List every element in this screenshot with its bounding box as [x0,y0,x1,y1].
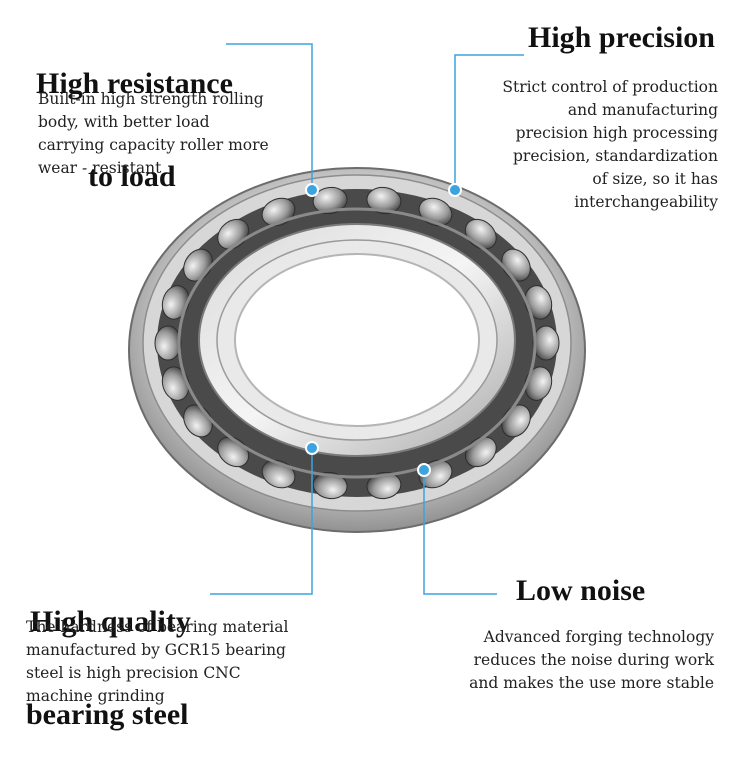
roller [524,285,553,320]
feature-title-load-line1: High resistance [36,67,233,100]
desc-line: and makes the use more stable [469,674,714,692]
desc-line: interchangeability [574,193,718,211]
feature-title-steel-line1: High quality [30,605,191,638]
feature-desc-load: Built-in high strength rolling body, wit… [38,88,298,180]
roller [524,366,553,401]
roller [312,186,348,215]
bore [234,253,480,427]
feature-desc-precision: Strict control of production and manufac… [470,76,718,214]
desc-line: and manufacturing [567,101,718,119]
cage [177,207,537,479]
roller [532,325,560,361]
desc-line: precision, standardization [513,147,718,165]
roller [161,366,190,401]
desc-line: of size, so it has [592,170,718,188]
desc-line: wear - resistant [38,159,162,177]
feature-title-noise: Low noise [516,574,646,607]
desc-line: Built-in high strength rolling [38,90,264,108]
callout-line-precision [454,54,524,190]
desc-line: body, with better load [38,113,210,131]
callout-line-load [226,43,313,190]
desc-line: steel is high precision CNC [26,664,241,682]
desc-line: Advanced forging technology [483,628,714,646]
roller [312,471,348,500]
callout-lines [210,43,524,595]
roller [366,186,402,215]
feature-desc-steel: The hardness of bearing material manufac… [26,616,316,708]
desc-line: The hardness of bearing material [26,618,289,636]
roller [154,325,182,361]
feature-title-precision: High precision [528,21,715,54]
roller [161,285,190,320]
callout-dot-steel [305,441,319,455]
callout-dot-load [305,183,319,197]
desc-line: manufactured by GCR15 bearing [26,641,286,659]
rollers-group [154,186,560,500]
feature-desc-noise: Advanced forging technology reduces the … [440,626,714,695]
desc-line: Strict control of production [502,78,718,96]
desc-line: carrying capacity roller more [38,136,269,154]
callout-dot-noise [417,463,431,477]
callout-line-noise [423,470,497,595]
desc-line: machine grinding [26,687,165,705]
callout-dot-precision [448,183,462,197]
desc-line: reduces the noise during work [473,651,714,669]
desc-line: precision high processing [515,124,718,142]
feature-title-load: High resistance to load [36,6,233,223]
callout-line-steel [210,448,313,595]
bearing-illustration [128,43,586,595]
callout-dots [305,183,462,477]
roller [366,471,402,500]
feature-title-load-line2: to load [88,160,176,193]
